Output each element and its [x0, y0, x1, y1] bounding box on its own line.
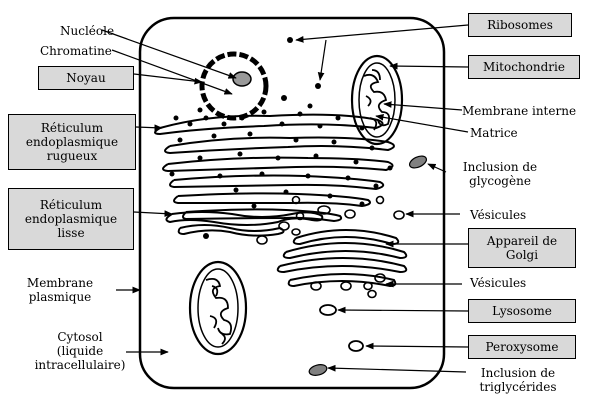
label-membrane-interne: Membrane interne	[462, 104, 576, 118]
golgi-shape	[278, 230, 407, 286]
glycogen-inclusion-shape	[408, 154, 429, 171]
box-mitochondrie: Mitochondrie	[468, 55, 580, 79]
box-peroxysome: Peroxysome	[468, 335, 576, 359]
lysosome-shape	[320, 305, 336, 315]
label-triglycerides-2: triglycérides	[462, 380, 574, 394]
label-golgi-1: Appareil de	[487, 234, 557, 248]
mitochondrion-bottom-shape	[190, 262, 246, 354]
label-matrice: Matrice	[470, 126, 518, 140]
label-ribosomes: Ribosomes	[487, 18, 553, 32]
label-rel-3: lisse	[57, 226, 84, 240]
label-golgi-2: Golgi	[506, 248, 538, 262]
arrow-matrice	[376, 116, 468, 132]
label-triglycerides-1: Inclusion de	[462, 366, 574, 380]
arrow-ribosomes-2	[320, 40, 326, 80]
label-rer-1: Réticulum	[41, 121, 103, 135]
label-chromatine: Chromatine	[40, 44, 112, 58]
mitochondrion-top-shape	[352, 56, 402, 144]
box-noyau: Noyau	[38, 66, 134, 90]
nucleolus-shape	[233, 72, 251, 86]
label-vesicules-top: Vésicules	[470, 208, 526, 222]
label-nucleole: Nucléole	[60, 24, 114, 38]
label-rer-3: rugueux	[47, 149, 97, 163]
label-membrane-plasmique-1: Membrane	[22, 276, 98, 290]
arrow-triglycerides	[328, 368, 466, 372]
box-lysosome: Lysosome	[468, 299, 576, 323]
box-rel: Réticulum endoplasmique lisse	[8, 188, 134, 250]
label-glycogene: Inclusion de glycogène	[446, 160, 554, 188]
label-rer-2: endoplasmique	[26, 135, 118, 149]
label-peroxysome: Peroxysome	[485, 340, 558, 354]
label-rel-1: Réticulum	[40, 198, 102, 212]
arrow-peroxysome	[366, 346, 468, 347]
box-rer: Réticulum endoplasmique rugueux	[8, 114, 136, 170]
label-glycogene-1: Inclusion de	[446, 160, 554, 174]
label-vesicules-bottom: Vésicules	[470, 276, 526, 290]
peroxysome-shape	[349, 341, 363, 351]
label-triglycerides: Inclusion de triglycérides	[462, 366, 574, 394]
label-rel-2: endoplasmique	[25, 212, 117, 226]
arrow-membrane-interne	[384, 104, 462, 110]
triglyceride-inclusion-shape	[308, 363, 328, 377]
arrow-noyau	[134, 74, 202, 82]
label-cytosol-2: (liquide	[30, 344, 130, 358]
label-lysosome: Lysosome	[492, 304, 552, 318]
arrow-mitochondrie	[390, 66, 468, 67]
label-noyau: Noyau	[66, 71, 105, 85]
smooth-er-shape	[166, 212, 322, 236]
box-golgi: Appareil de Golgi	[468, 228, 576, 268]
label-cytosol-3: intracellulaire)	[30, 358, 130, 372]
label-mitochondrie: Mitochondrie	[483, 60, 565, 74]
label-glycogene-2: glycogène	[446, 174, 554, 188]
label-cytosol-1: Cytosol	[30, 330, 130, 344]
label-membrane-plasmique: Membrane plasmique	[22, 276, 98, 304]
box-ribosomes: Ribosomes	[468, 13, 572, 37]
label-cytosol: Cytosol (liquide intracellulaire)	[30, 330, 130, 372]
label-membrane-plasmique-2: plasmique	[22, 290, 98, 304]
leader-lines	[102, 25, 468, 372]
arrow-lysosome	[338, 310, 468, 311]
